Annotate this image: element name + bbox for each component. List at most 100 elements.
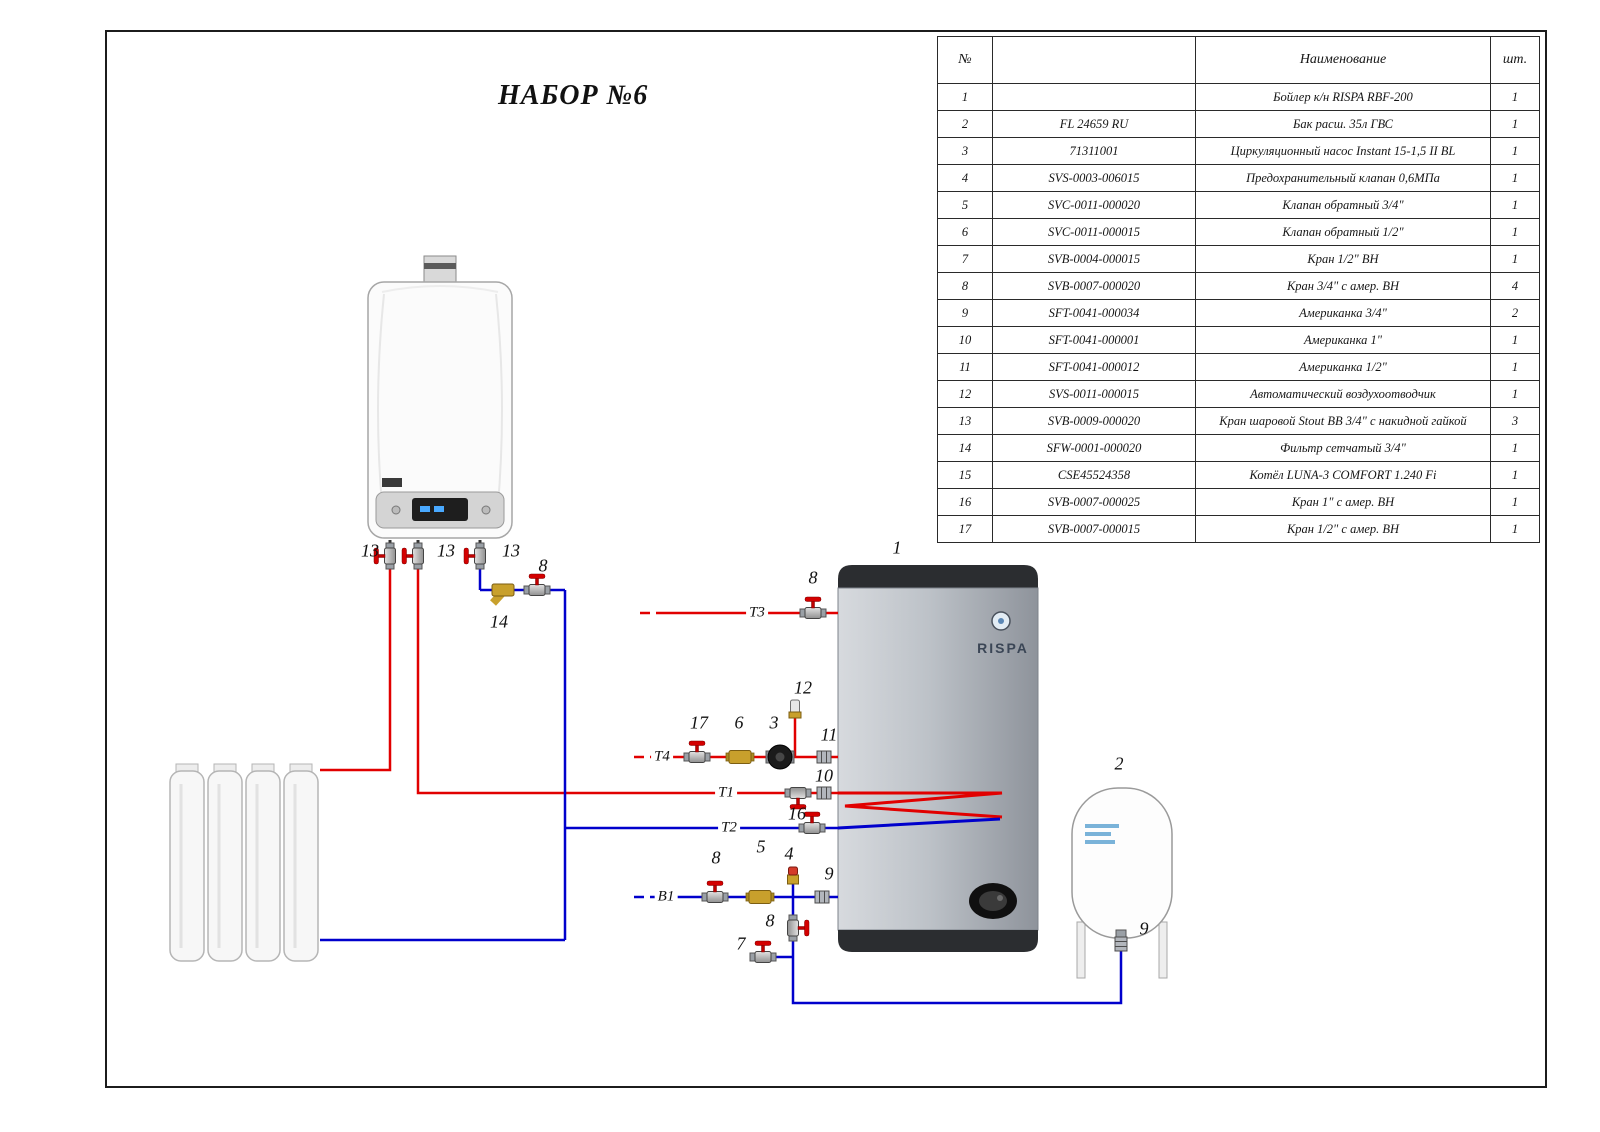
cell-article: SVS-0011-000015	[992, 380, 1196, 408]
cell-qty: 3	[1490, 407, 1540, 435]
ball-valve-icon	[798, 811, 826, 834]
table-row: 13 SVB-0009-000020 Кран шаровой Stout ВВ…	[937, 407, 1540, 435]
cell-name: Американка 1/2"	[1195, 353, 1491, 381]
table-row: 4 SVS-0003-006015 Предохранительный клап…	[937, 164, 1540, 192]
ball-valve-icon	[523, 573, 551, 596]
cell-name: Кран 1/2" с амер. ВН	[1195, 515, 1491, 543]
cell-number: 5	[937, 191, 993, 219]
cell-article: SFT-0041-000012	[992, 353, 1196, 381]
ball-valve-icon	[784, 787, 812, 810]
cell-number: 10	[937, 326, 993, 354]
cell-number: 17	[937, 515, 993, 543]
cell-qty: 1	[1490, 515, 1540, 543]
table-row: 12 SVS-0011-000015 Автоматический воздух…	[937, 380, 1540, 408]
cell-article: SVC-0011-000015	[992, 218, 1196, 246]
cell-qty: 1	[1490, 137, 1540, 165]
cell-number: 11	[937, 353, 993, 381]
cell-name: Бойлер к/н RISPA RBF-200	[1195, 83, 1491, 111]
cell-number: 3	[937, 137, 993, 165]
cell-qty: 1	[1490, 164, 1540, 192]
ball-valve-icon	[683, 740, 711, 763]
table-row: 15 CSE45524358 Котёл LUNA-3 COMFORT 1.24…	[937, 461, 1540, 489]
cell-qty: 1	[1490, 461, 1540, 489]
cell-number: 7	[937, 245, 993, 273]
col-header-number: №	[937, 36, 993, 84]
ball-valve-icon	[401, 542, 424, 570]
tank-logo: RISPA	[977, 640, 1029, 656]
check-valve-icon	[725, 750, 755, 764]
parts-table-body: 1 Бойлер к/н RISPA RBF-200 1 2 FL 24659 …	[937, 83, 1540, 543]
air-vent-icon	[788, 699, 802, 719]
cell-article: SVB-0004-000015	[992, 245, 1196, 273]
col-header-name: Наименование	[1195, 36, 1491, 84]
ball-valve-icon	[373, 542, 396, 570]
parts-table: № Наименование шт. 1 Бойлер к/н RISPA RB…	[937, 36, 1540, 543]
cell-number: 12	[937, 380, 993, 408]
components	[373, 542, 1128, 963]
cell-number: 15	[937, 461, 993, 489]
safety-valve-icon	[787, 866, 799, 885]
cell-qty: 1	[1490, 83, 1540, 111]
cell-name: Автоматический воздухоотводчик	[1195, 380, 1491, 408]
cell-qty: 1	[1490, 488, 1540, 516]
table-row: 1 Бойлер к/н RISPA RBF-200 1	[937, 83, 1540, 111]
cell-name: Предохранительный клапан 0,6МПа	[1195, 164, 1491, 192]
cell-number: 1	[937, 83, 993, 111]
table-row: 2 FL 24659 RU Бак расш. 35л ГВС 1	[937, 110, 1540, 138]
cell-article: SVB-0007-000025	[992, 488, 1196, 516]
cell-article: SFW-0001-000020	[992, 434, 1196, 462]
cell-article: SVB-0009-000020	[992, 407, 1196, 435]
cell-article: SVB-0007-000015	[992, 515, 1196, 543]
table-row: 8 SVB-0007-000020 Кран 3/4" с амер. ВН 4	[937, 272, 1540, 300]
union-icon	[814, 890, 830, 904]
cell-qty: 1	[1490, 353, 1540, 381]
ball-valve-icon	[463, 542, 486, 570]
cell-qty: 1	[1490, 326, 1540, 354]
storage-tank: RISPA	[837, 565, 1039, 952]
table-row: 11 SFT-0041-000012 Американка 1/2" 1	[937, 353, 1540, 381]
cell-name: Клапан обратный 3/4"	[1195, 191, 1491, 219]
ball-valve-icon	[701, 880, 729, 903]
cell-name: Кран 1/2" ВН	[1195, 245, 1491, 273]
union-icon	[816, 750, 832, 764]
col-header-article	[992, 36, 1196, 84]
cell-article: 71311001	[992, 137, 1196, 165]
cell-name: Американка 3/4"	[1195, 299, 1491, 327]
cell-number: 4	[937, 164, 993, 192]
cell-article: SVC-0011-000020	[992, 191, 1196, 219]
col-header-qty: шт.	[1490, 36, 1540, 84]
drawing-frame	[105, 30, 1547, 1088]
pipes-hot	[320, 562, 838, 795]
radiator	[169, 763, 319, 962]
cell-article: SFT-0041-000001	[992, 326, 1196, 354]
expansion-tank	[1071, 787, 1173, 979]
coil-cold	[837, 817, 1001, 830]
table-row: 9 SFT-0041-000034 Американка 3/4" 2	[937, 299, 1540, 327]
table-row: 17 SVB-0007-000015 Кран 1/2" с амер. ВН …	[937, 515, 1540, 543]
cell-name: Котёл LUNA-3 COMFORT 1.240 Fi	[1195, 461, 1491, 489]
cell-number: 8	[937, 272, 993, 300]
cell-qty: 1	[1490, 191, 1540, 219]
cell-article: SVB-0007-000020	[992, 272, 1196, 300]
cell-qty: 1	[1490, 218, 1540, 246]
table-row: 16 SVB-0007-000025 Кран 1" с амер. ВН 1	[937, 488, 1540, 516]
cell-name: Американка 1"	[1195, 326, 1491, 354]
ball-valve-icon	[787, 914, 810, 942]
table-row: 14 SFW-0001-000020 Фильтр сетчатый 3/4" …	[937, 434, 1540, 462]
cell-name: Бак расш. 35л ГВС	[1195, 110, 1491, 138]
cell-name: Фильтр сетчатый 3/4"	[1195, 434, 1491, 462]
pipes-cold	[320, 562, 1123, 1005]
table-row: 3 71311001 Циркуляционный насос Instant …	[937, 137, 1540, 165]
ball-valve-icon	[799, 596, 827, 619]
cell-number: 2	[937, 110, 993, 138]
cell-qty: 1	[1490, 245, 1540, 273]
union-icon	[1114, 936, 1128, 952]
union-icon	[816, 786, 832, 800]
cell-number: 9	[937, 299, 993, 327]
parts-table-header: № Наименование шт.	[937, 36, 1540, 84]
cell-name: Кран 3/4" с амер. ВН	[1195, 272, 1491, 300]
wall-boiler	[367, 255, 513, 548]
cell-number: 6	[937, 218, 993, 246]
strainer-filter-icon	[490, 583, 515, 606]
